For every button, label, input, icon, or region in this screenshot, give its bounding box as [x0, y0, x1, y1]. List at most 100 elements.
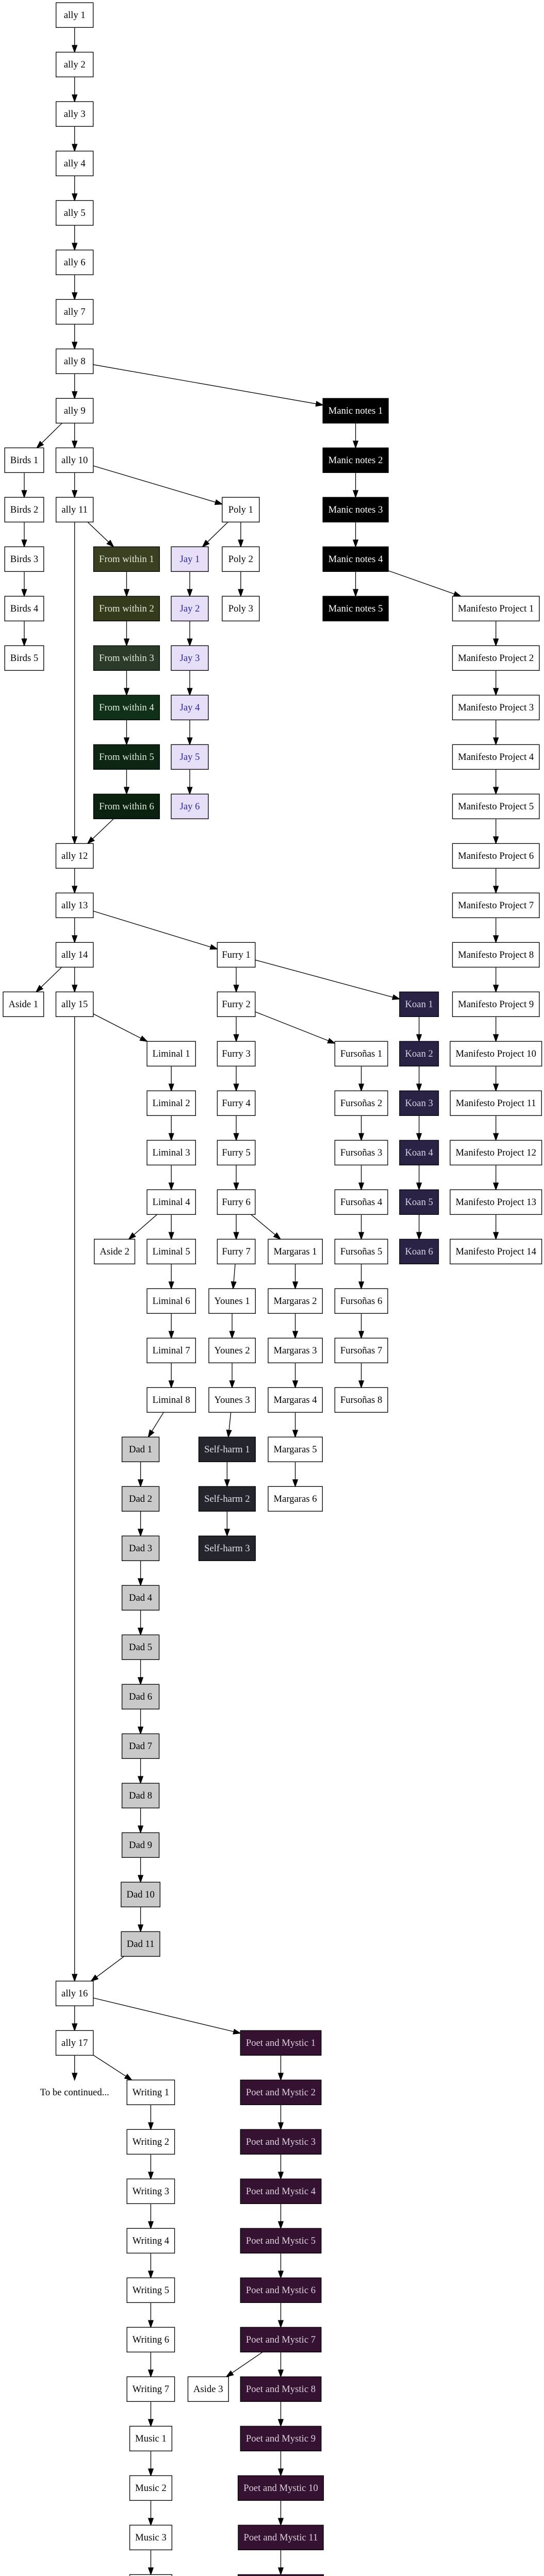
svg-text:Dad 9: Dad 9 [129, 1840, 152, 1851]
svg-text:Koan 4: Koan 4 [405, 1147, 433, 1158]
svg-text:Manifesto Project 13: Manifesto Project 13 [455, 1197, 536, 1208]
svg-text:Aside 2: Aside 2 [100, 1246, 129, 1257]
svg-text:Manifesto Project 4: Manifesto Project 4 [458, 752, 534, 762]
svg-text:From within 5: From within 5 [99, 752, 154, 762]
svg-text:Music 1: Music 1 [135, 2433, 167, 2444]
svg-text:Dad 11: Dad 11 [127, 1939, 155, 1950]
svg-text:Writing 1: Writing 1 [133, 2087, 169, 2098]
svg-text:Birds 3: Birds 3 [10, 554, 38, 565]
svg-text:Poet and Mystic 3: Poet and Mystic 3 [246, 2137, 316, 2147]
svg-text:Jay 2: Jay 2 [180, 603, 200, 614]
svg-text:Furry 2: Furry 2 [222, 999, 250, 1010]
svg-text:Fursoñas 4: Fursoñas 4 [340, 1197, 383, 1208]
svg-text:ally 5: ally 5 [64, 208, 86, 218]
svg-text:Furry 4: Furry 4 [222, 1098, 251, 1109]
svg-text:Writing 3: Writing 3 [133, 2186, 169, 2197]
svg-text:Poly 1: Poly 1 [228, 504, 253, 515]
svg-text:Jay 6: Jay 6 [180, 801, 200, 812]
svg-text:ally 8: ally 8 [64, 356, 86, 367]
svg-text:Manic notes 5: Manic notes 5 [328, 603, 383, 614]
svg-text:Margaras 4: Margaras 4 [274, 1395, 318, 1405]
svg-text:Poly 3: Poly 3 [228, 603, 253, 614]
svg-text:Fursoñas 1: Fursoñas 1 [340, 1048, 382, 1059]
svg-text:Writing 6: Writing 6 [133, 2334, 169, 2345]
svg-text:Dad 2: Dad 2 [129, 1494, 152, 1504]
svg-text:Liminal 1: Liminal 1 [153, 1048, 190, 1059]
svg-text:Manifesto Project 1: Manifesto Project 1 [458, 603, 534, 614]
svg-text:Margaras 6: Margaras 6 [274, 1494, 317, 1504]
svg-text:Manifesto Project 6: Manifesto Project 6 [458, 851, 534, 861]
svg-text:Birds 1: Birds 1 [10, 455, 38, 466]
svg-text:Manifesto Project 7: Manifesto Project 7 [458, 900, 534, 911]
svg-text:Liminal 7: Liminal 7 [153, 1345, 190, 1356]
svg-text:Aside 1: Aside 1 [9, 999, 39, 1010]
svg-text:Liminal 5: Liminal 5 [153, 1246, 190, 1257]
svg-text:Poet and Mystic 4: Poet and Mystic 4 [246, 2186, 316, 2197]
svg-text:Furry 1: Furry 1 [222, 950, 250, 960]
svg-text:Koan 2: Koan 2 [405, 1048, 433, 1059]
svg-text:Manifesto Project 9: Manifesto Project 9 [458, 999, 534, 1010]
svg-text:Dad 1: Dad 1 [129, 1444, 152, 1455]
svg-text:Manic notes 1: Manic notes 1 [328, 405, 383, 416]
svg-text:Writing 5: Writing 5 [133, 2285, 169, 2296]
svg-text:Manic notes 2: Manic notes 2 [328, 455, 383, 466]
svg-text:ally 11: ally 11 [61, 504, 88, 515]
svg-text:Manifesto Project 3: Manifesto Project 3 [458, 702, 534, 713]
svg-text:Dad 5: Dad 5 [129, 1642, 152, 1653]
svg-text:Dad 8: Dad 8 [129, 1790, 152, 1801]
svg-text:Aside 3: Aside 3 [193, 2384, 223, 2395]
svg-text:ally 6: ally 6 [64, 257, 86, 268]
svg-text:Liminal 4: Liminal 4 [153, 1197, 191, 1208]
svg-text:Jay 4: Jay 4 [180, 702, 201, 713]
svg-text:Furry 3: Furry 3 [222, 1048, 250, 1059]
svg-text:Poet and Mystic 2: Poet and Mystic 2 [246, 2087, 316, 2098]
svg-text:Liminal 2: Liminal 2 [153, 1098, 190, 1109]
svg-text:ally 12: ally 12 [61, 851, 88, 861]
svg-text:ally 10: ally 10 [61, 455, 88, 466]
svg-text:Koan 3: Koan 3 [405, 1098, 433, 1109]
svg-text:Poet and Mystic 11: Poet and Mystic 11 [244, 2532, 318, 2543]
svg-text:Poet and Mystic 1: Poet and Mystic 1 [246, 2038, 316, 2048]
svg-text:Younes 3: Younes 3 [215, 1395, 250, 1405]
svg-text:Koan 1: Koan 1 [405, 999, 433, 1010]
svg-text:Fursoñas 3: Fursoñas 3 [340, 1147, 382, 1158]
svg-text:Poet and Mystic 10: Poet and Mystic 10 [243, 2483, 318, 2494]
svg-text:Jay 1: Jay 1 [180, 554, 200, 565]
svg-text:Furry 5: Furry 5 [222, 1147, 250, 1158]
svg-text:Birds 5: Birds 5 [10, 653, 38, 664]
svg-text:ally 7: ally 7 [64, 307, 86, 317]
svg-text:Dad 4: Dad 4 [129, 1592, 153, 1603]
svg-text:Margaras 2: Margaras 2 [274, 1296, 317, 1307]
svg-text:ally 1: ally 1 [64, 10, 86, 21]
svg-text:Poet and Mystic 8: Poet and Mystic 8 [246, 2384, 316, 2395]
svg-text:ally 14: ally 14 [61, 950, 88, 960]
svg-text:ally 15: ally 15 [61, 999, 88, 1010]
svg-text:Writing 2: Writing 2 [133, 2137, 169, 2147]
svg-text:Manifesto Project 11: Manifesto Project 11 [456, 1098, 536, 1109]
svg-text:Writing 4: Writing 4 [133, 2235, 170, 2246]
svg-text:Margaras 3: Margaras 3 [274, 1345, 317, 1356]
svg-text:Fursoñas 8: Fursoñas 8 [340, 1395, 382, 1405]
svg-text:Manic notes 4: Manic notes 4 [328, 554, 383, 565]
svg-text:Self-harm 2: Self-harm 2 [204, 1494, 250, 1504]
svg-text:Poet and Mystic 9: Poet and Mystic 9 [246, 2433, 316, 2444]
svg-text:Margaras 1: Margaras 1 [274, 1246, 317, 1257]
svg-text:From within 1: From within 1 [99, 554, 154, 565]
svg-text:From within 4: From within 4 [99, 702, 154, 713]
svg-text:Manifesto Project 8: Manifesto Project 8 [458, 950, 534, 960]
svg-text:Birds 2: Birds 2 [10, 504, 38, 515]
svg-text:From within 6: From within 6 [99, 801, 154, 812]
svg-text:To be continued...: To be continued... [40, 2087, 109, 2098]
svg-text:ally 16: ally 16 [61, 1988, 88, 1999]
svg-text:Jay 3: Jay 3 [180, 653, 200, 664]
svg-text:Koan 6: Koan 6 [405, 1246, 433, 1257]
svg-text:Self-harm 1: Self-harm 1 [204, 1444, 250, 1455]
svg-text:Jay 5: Jay 5 [180, 752, 200, 762]
svg-text:Liminal 3: Liminal 3 [153, 1147, 190, 1158]
svg-text:Younes 1: Younes 1 [215, 1296, 250, 1307]
svg-text:Fursoñas 6: Fursoñas 6 [340, 1296, 382, 1307]
svg-text:ally 2: ally 2 [64, 59, 86, 70]
svg-text:From within 3: From within 3 [99, 653, 154, 664]
svg-text:Poet and Mystic 7: Poet and Mystic 7 [246, 2334, 316, 2345]
svg-text:Poet and Mystic 6: Poet and Mystic 6 [246, 2285, 316, 2296]
